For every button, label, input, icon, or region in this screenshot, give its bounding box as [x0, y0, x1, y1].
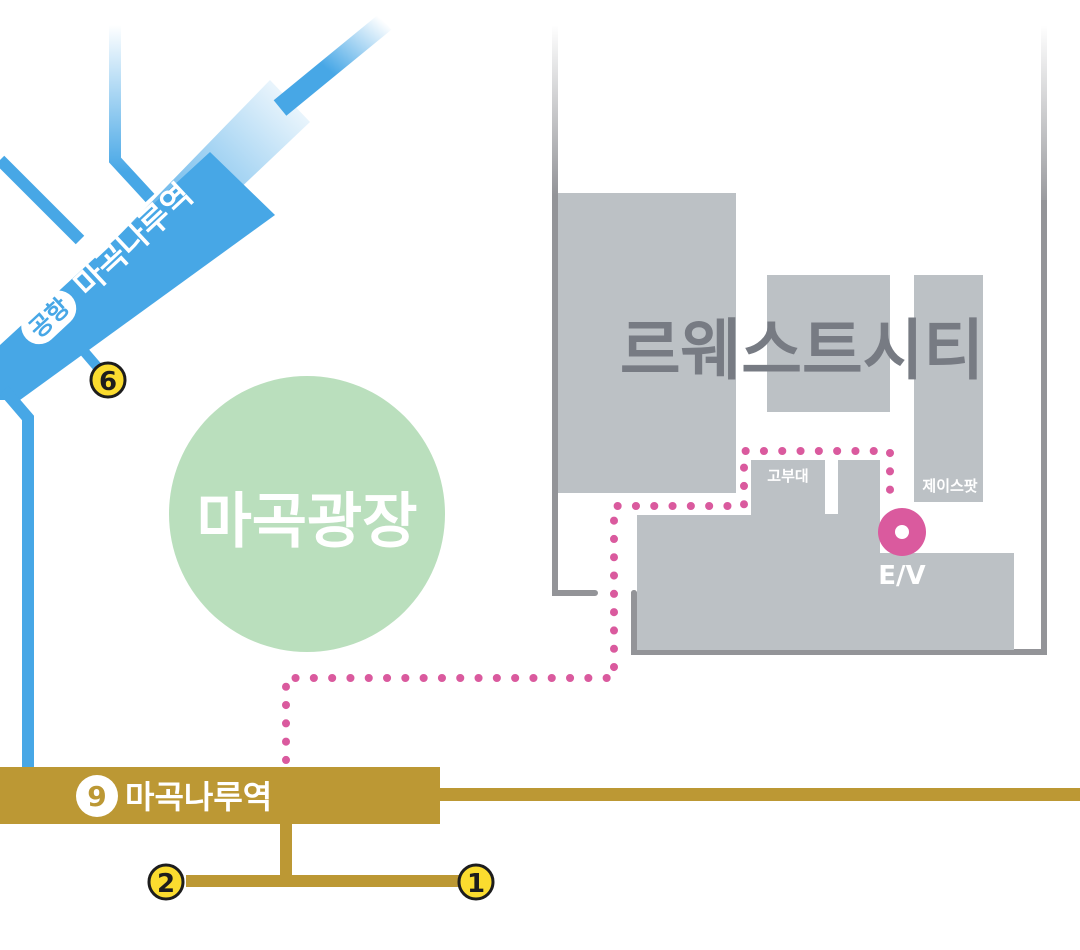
building: 르웨스트시티 챔스버거 고부대 제이스팟 — [552, 22, 1047, 655]
elevator-icon-center — [895, 525, 909, 539]
airport-line-track-fade — [273, 14, 392, 116]
store-label-gobudae: 고부대 — [767, 467, 808, 485]
airport-line-branch-top — [109, 25, 155, 203]
store-label-champsburger: 챔스버거 — [777, 418, 832, 436]
building-wall-bottom-inner — [631, 590, 1047, 655]
store-block-jspot — [914, 275, 983, 502]
line9-exit-stem — [280, 822, 292, 882]
line9-station-name: 마곡나루역 — [125, 778, 272, 816]
plaza-circle — [169, 376, 445, 652]
line9-station-bar — [0, 767, 440, 824]
store-block-champs — [767, 275, 890, 412]
exit-2-badge[interactable]: 2 — [147, 863, 185, 901]
airport-line-branch-left — [0, 155, 85, 245]
airport-line — [0, 14, 392, 770]
airport-line-badge — [21, 290, 77, 345]
airport-line-branch-bottom — [0, 386, 34, 770]
store-label-jspot: 제이스팟 — [922, 477, 977, 495]
line9-number-badge — [76, 775, 118, 817]
elevator-label: E/V — [878, 561, 925, 591]
building-name: 르웨스트시티 — [620, 312, 984, 389]
store-block-bottom — [637, 460, 1014, 650]
plaza: 마곡광장 — [169, 376, 445, 652]
exit-6-connector — [66, 331, 104, 374]
line9-track-right — [438, 788, 1080, 801]
exit-1-badge[interactable]: 1 — [457, 863, 495, 901]
building-wall-left — [552, 22, 598, 596]
exit-2-number: 2 — [157, 869, 175, 899]
line9: 9 마곡나루역 — [0, 767, 1080, 887]
exit-6-badge[interactable]: 6 — [89, 361, 127, 399]
exit-1-number: 1 — [467, 869, 485, 899]
elevator-marker[interactable]: E/V — [878, 508, 926, 591]
exit-6-number: 6 — [99, 367, 117, 397]
plaza-name: 마곡광장 — [197, 487, 418, 557]
store-block-large — [558, 193, 736, 493]
line9-number: 9 — [87, 780, 106, 813]
line9-exit-track — [186, 875, 492, 887]
